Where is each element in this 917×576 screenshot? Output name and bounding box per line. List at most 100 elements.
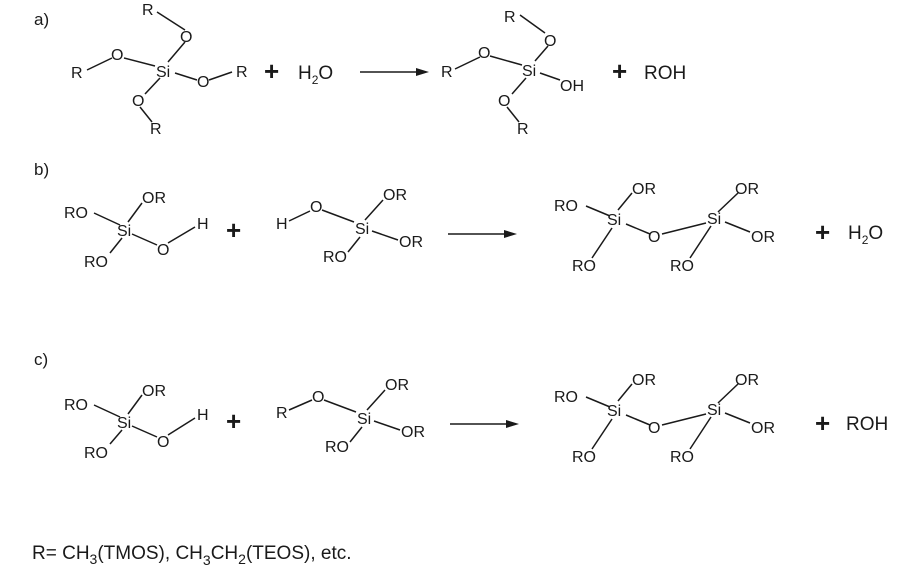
water-h: H — [848, 223, 862, 244]
panel-label-a: a) — [34, 10, 49, 29]
atom-r: R — [236, 64, 248, 81]
atom-o: O — [478, 45, 490, 62]
atom-o: O — [157, 242, 169, 259]
atom-o: O — [648, 420, 660, 437]
atom-or: OR — [142, 190, 166, 207]
reactant-silanol: RO OR Si O H RO — [64, 383, 209, 462]
atom-or: OR — [751, 420, 775, 437]
atom-or: OR — [751, 229, 775, 246]
svg-text:H2O: H2O — [848, 223, 883, 247]
atom-ro: RO — [64, 205, 88, 222]
atom-r: R — [441, 64, 453, 81]
r-group-legend: R= CH3(TMOS), CH3CH2(TEOS), etc. — [32, 543, 352, 568]
atom-or: OR — [385, 377, 409, 394]
water-molecule: H2O — [298, 63, 333, 87]
atom-si: Si — [355, 221, 369, 238]
water-o: O — [868, 223, 883, 244]
atom-o: O — [312, 389, 324, 406]
atom-ro: RO — [572, 258, 596, 275]
legend-prefix: R= CH — [32, 543, 90, 564]
atom-or: OR — [401, 424, 425, 441]
svg-text:H2O: H2O — [298, 63, 333, 87]
legend-subscript: 2 — [238, 551, 246, 567]
atom-ro: RO — [84, 254, 108, 271]
plus-sign: + — [612, 56, 627, 86]
atom-ro: RO — [64, 397, 88, 414]
atom-o: O — [648, 229, 660, 246]
atom-o: O — [157, 434, 169, 451]
reaction-arrow — [448, 230, 517, 238]
atom-o: O — [544, 33, 556, 50]
atom-o: O — [498, 93, 510, 110]
plus-sign: + — [226, 215, 241, 245]
panel-label-c: c) — [34, 350, 48, 369]
atom-oh: OH — [560, 78, 584, 95]
reaction-arrow — [450, 420, 519, 428]
atom-si: Si — [522, 63, 536, 80]
water-subscript: 2 — [312, 73, 319, 87]
atom-o: O — [132, 93, 144, 110]
atom-r: R — [276, 405, 288, 422]
atom-ro: RO — [670, 449, 694, 466]
atom-si: Si — [707, 402, 721, 419]
water-h: H — [298, 63, 312, 84]
plus-sign: + — [226, 406, 241, 436]
atom-or: OR — [142, 383, 166, 400]
reactant-tetraalkoxysilane: R O R O Si O R O R — [71, 2, 248, 138]
atom-si: Si — [357, 411, 371, 428]
atom-ro: RO — [323, 249, 347, 266]
atom-o: O — [197, 74, 209, 91]
atom-or: OR — [735, 372, 759, 389]
atom-or: OR — [383, 187, 407, 204]
water-o: O — [318, 63, 333, 84]
atom-r: R — [504, 9, 516, 26]
plus-sign: + — [264, 56, 279, 86]
legend-subscript: 3 — [90, 551, 98, 567]
reactant-silanol: H O OR Si OR RO — [276, 187, 423, 266]
atom-si: Si — [707, 211, 721, 228]
atom-r: R — [150, 121, 162, 138]
atom-ro: RO — [84, 445, 108, 462]
legend-teos: (TEOS), etc. — [246, 543, 352, 564]
atom-ro: RO — [572, 449, 596, 466]
reactant-silanol: RO OR Si O H RO — [64, 190, 209, 271]
atom-ro: RO — [325, 439, 349, 456]
product-alcohol: ROH — [846, 414, 888, 435]
atom-h: H — [276, 216, 288, 233]
atom-si: Si — [607, 403, 621, 420]
atom-or: OR — [632, 181, 656, 198]
reactant-tetraalkoxysilane: R O OR Si OR RO — [276, 377, 425, 456]
atom-h: H — [197, 216, 209, 233]
plus-sign: + — [815, 408, 830, 438]
atom-h: H — [197, 407, 209, 424]
atom-ro: RO — [554, 198, 578, 215]
atom-si: Si — [117, 415, 131, 432]
atom-or: OR — [735, 181, 759, 198]
atom-si: Si — [607, 212, 621, 229]
atom-ro: RO — [670, 258, 694, 275]
water-molecule: H2O — [848, 223, 883, 247]
atom-or: OR — [399, 234, 423, 251]
atom-o: O — [310, 199, 322, 216]
atom-ro: RO — [554, 389, 578, 406]
water-subscript: 2 — [862, 233, 869, 247]
atom-r: R — [71, 65, 83, 82]
product-siloxane: RO OR Si O RO OR Si OR RO — [554, 372, 775, 466]
atom-o: O — [180, 29, 192, 46]
product-siloxane: RO OR Si O RO OR Si OR RO — [554, 181, 775, 275]
panel-label-b: b) — [34, 160, 49, 179]
legend-tmos: (TMOS), CH — [97, 543, 203, 564]
legend-subscript: 3 — [203, 552, 211, 568]
product-silanol: R O R O Si OH O R — [441, 9, 584, 138]
reaction-arrow — [360, 68, 429, 76]
atom-o: O — [111, 47, 123, 64]
legend-ch: CH — [211, 543, 238, 564]
atom-r: R — [142, 2, 154, 19]
atom-si: Si — [156, 64, 170, 81]
atom-or: OR — [632, 372, 656, 389]
plus-sign: + — [815, 217, 830, 247]
atom-r: R — [517, 121, 529, 138]
atom-si: Si — [117, 223, 131, 240]
product-alcohol: ROH — [644, 63, 686, 84]
